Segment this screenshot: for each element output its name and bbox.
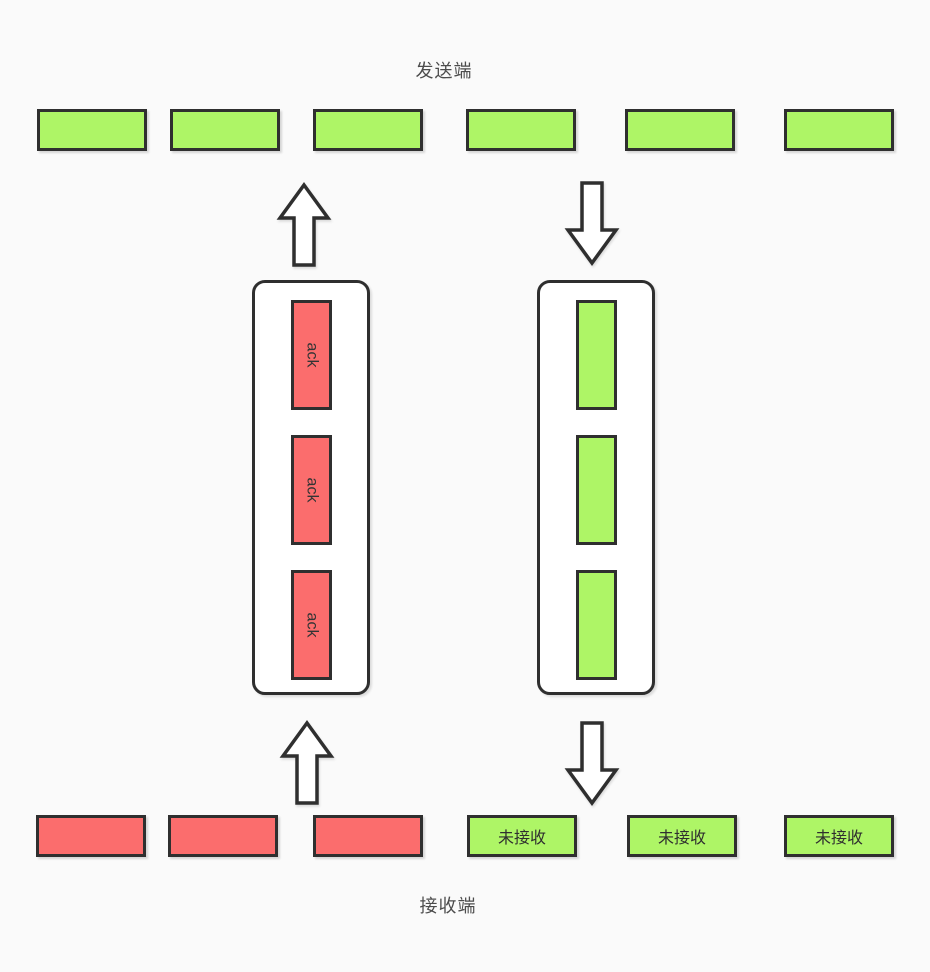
received-packet: [36, 815, 146, 857]
down-arrow-icon: [564, 181, 620, 266]
ack-packet: ack: [290, 435, 332, 545]
sender-packet: [625, 109, 735, 151]
data-packet: [575, 570, 617, 680]
ack-packet-label: ack: [303, 342, 320, 368]
sender-packet: [37, 109, 147, 151]
receiver-label: 接收端: [419, 896, 477, 916]
up-arrow-icon: [276, 182, 332, 267]
received-packet: [168, 815, 278, 857]
unreceived-packet-label: 未接收: [814, 830, 863, 847]
ack-packet-label: ack: [303, 612, 320, 638]
sender-packet: [466, 109, 576, 151]
unreceived-packet: 未接收: [627, 815, 737, 857]
down-arrow-icon: [564, 721, 620, 806]
received-packet: [313, 815, 423, 857]
unreceived-packet: 未接收: [467, 815, 577, 857]
unreceived-packet-label: 未接收: [657, 830, 706, 847]
ack-channel-container: ack ack ack: [252, 280, 370, 695]
data-packet: [575, 435, 617, 545]
unreceived-packet: 未接收: [784, 815, 894, 857]
data-packet: [575, 300, 617, 410]
unreceived-packet-label: 未接收: [497, 830, 546, 847]
sender-packet: [784, 109, 894, 151]
up-arrow-icon: [279, 720, 335, 805]
sender-packet: [170, 109, 280, 151]
ack-packet: ack: [290, 300, 332, 410]
sender-label: 发送端: [415, 61, 473, 81]
ack-packet: ack: [290, 570, 332, 680]
data-channel-container: [537, 280, 655, 695]
sender-packet: [313, 109, 423, 151]
ack-packet-label: ack: [303, 477, 320, 503]
